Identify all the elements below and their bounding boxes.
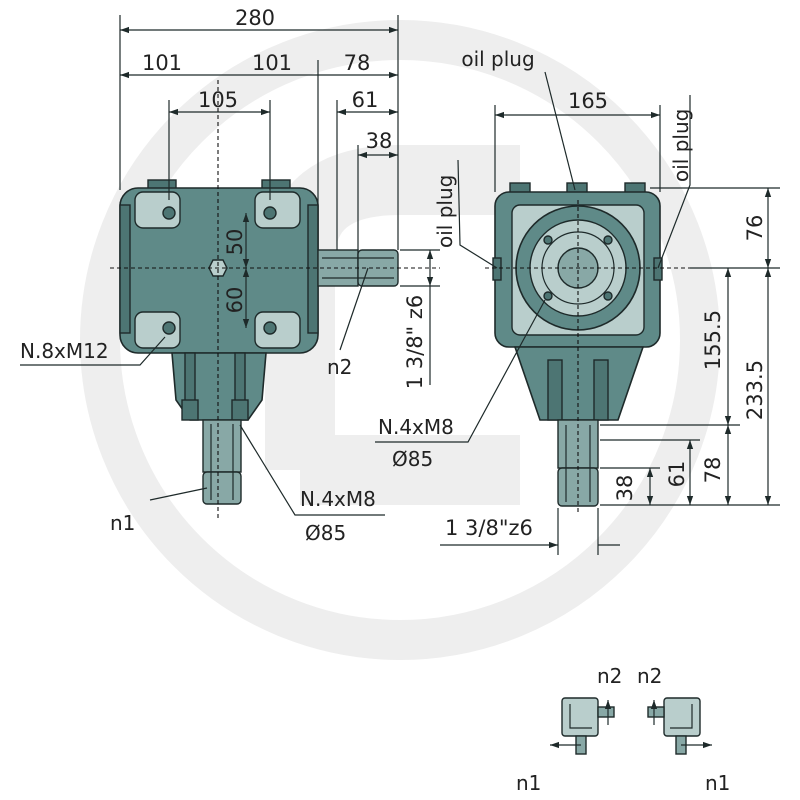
dim-left-shaft-diameter: 1 3/8" z6 [403,295,427,390]
flange-bolt [603,291,613,301]
legend-shaft-n2 [597,706,615,718]
leader-oil-plug-left [457,159,498,269]
bolt-hole [162,321,176,335]
mount-ear [254,311,301,349]
dim-101-b: 101 [252,51,292,75]
label-oil-plug-left: oil plug [433,175,457,248]
dim-38: 38 [366,129,393,153]
flange-bolt [543,291,553,301]
rib [593,359,609,421]
rib [234,352,246,402]
legend-label-n2-right: n2 [637,664,662,688]
rib [231,399,249,421]
leader-n2 [339,267,369,351]
bolt-hole [263,206,277,220]
left-dimensions [20,15,440,516]
rotation-legend-right [647,697,712,755]
dim-155-5: 155.5 [701,310,725,370]
dim-60: 60 [223,287,247,314]
dim-right-38: 38 [613,475,637,502]
rib [547,359,563,421]
dim-233-5: 233.5 [743,360,767,420]
label-flange-bolts: N.4xM8 [300,487,376,511]
leader-oil-plug-top [544,71,576,191]
dim-right-shaft-diameter: 1 3/8"z6 [445,516,533,540]
legend-box [663,697,701,737]
mount-ear [134,311,181,349]
legend-label-n2-left: n2 [597,664,622,688]
leader-n1 [149,487,208,501]
rotation-legend-left [550,697,615,755]
side-plug [653,257,663,281]
rib [184,352,196,402]
dim-61: 61 [352,88,379,112]
dim-101-a: 101 [142,51,182,75]
left-housing-side [307,204,319,334]
bolt-hole [263,321,277,335]
dim-280: 280 [235,6,275,30]
dim-right-78: 78 [701,457,725,484]
leader-flange [239,424,385,516]
flange-bolt [603,235,613,245]
dim-right-61: 61 [665,461,689,488]
flange-bolt [543,235,553,245]
label-mount-holes: N.8xM12 [20,339,109,363]
label-n1: n1 [110,511,135,535]
legend-label-n1-left: n1 [516,771,541,795]
side-plug [492,257,502,281]
right-neck [513,346,645,421]
mount-ear [254,191,301,229]
right-dimensions [375,71,780,555]
leader-mount-holes [20,336,166,366]
dim-50: 50 [223,229,247,256]
dim-76: 76 [743,215,767,242]
leader-oil-plug-right [657,95,691,269]
label-right-flange-bolts: N.4xM8 [378,415,454,439]
label-n2: n2 [327,355,352,379]
rib [181,399,199,421]
right-gearbox-view [485,182,780,515]
label-oil-plug-top: oil plug [461,47,534,71]
left-housing-side [119,204,131,334]
input-shaft [202,419,242,473]
label-oil-plug-right: oil plug [669,109,693,182]
label-flange-diameter: Ø85 [305,521,346,545]
legend-label-n1-right: n1 [705,771,730,795]
left-gearbox-view [110,80,440,520]
legend-shaft-n2 [647,706,665,718]
dim-165: 165 [568,89,608,113]
legend-box [561,697,599,737]
bolt-hole [162,206,176,220]
dim-78: 78 [344,51,371,75]
dim-105: 105 [198,88,238,112]
label-right-flange-diameter: Ø85 [392,447,433,471]
input-shaft-end [202,471,242,505]
leader-right-flange [375,299,546,443]
